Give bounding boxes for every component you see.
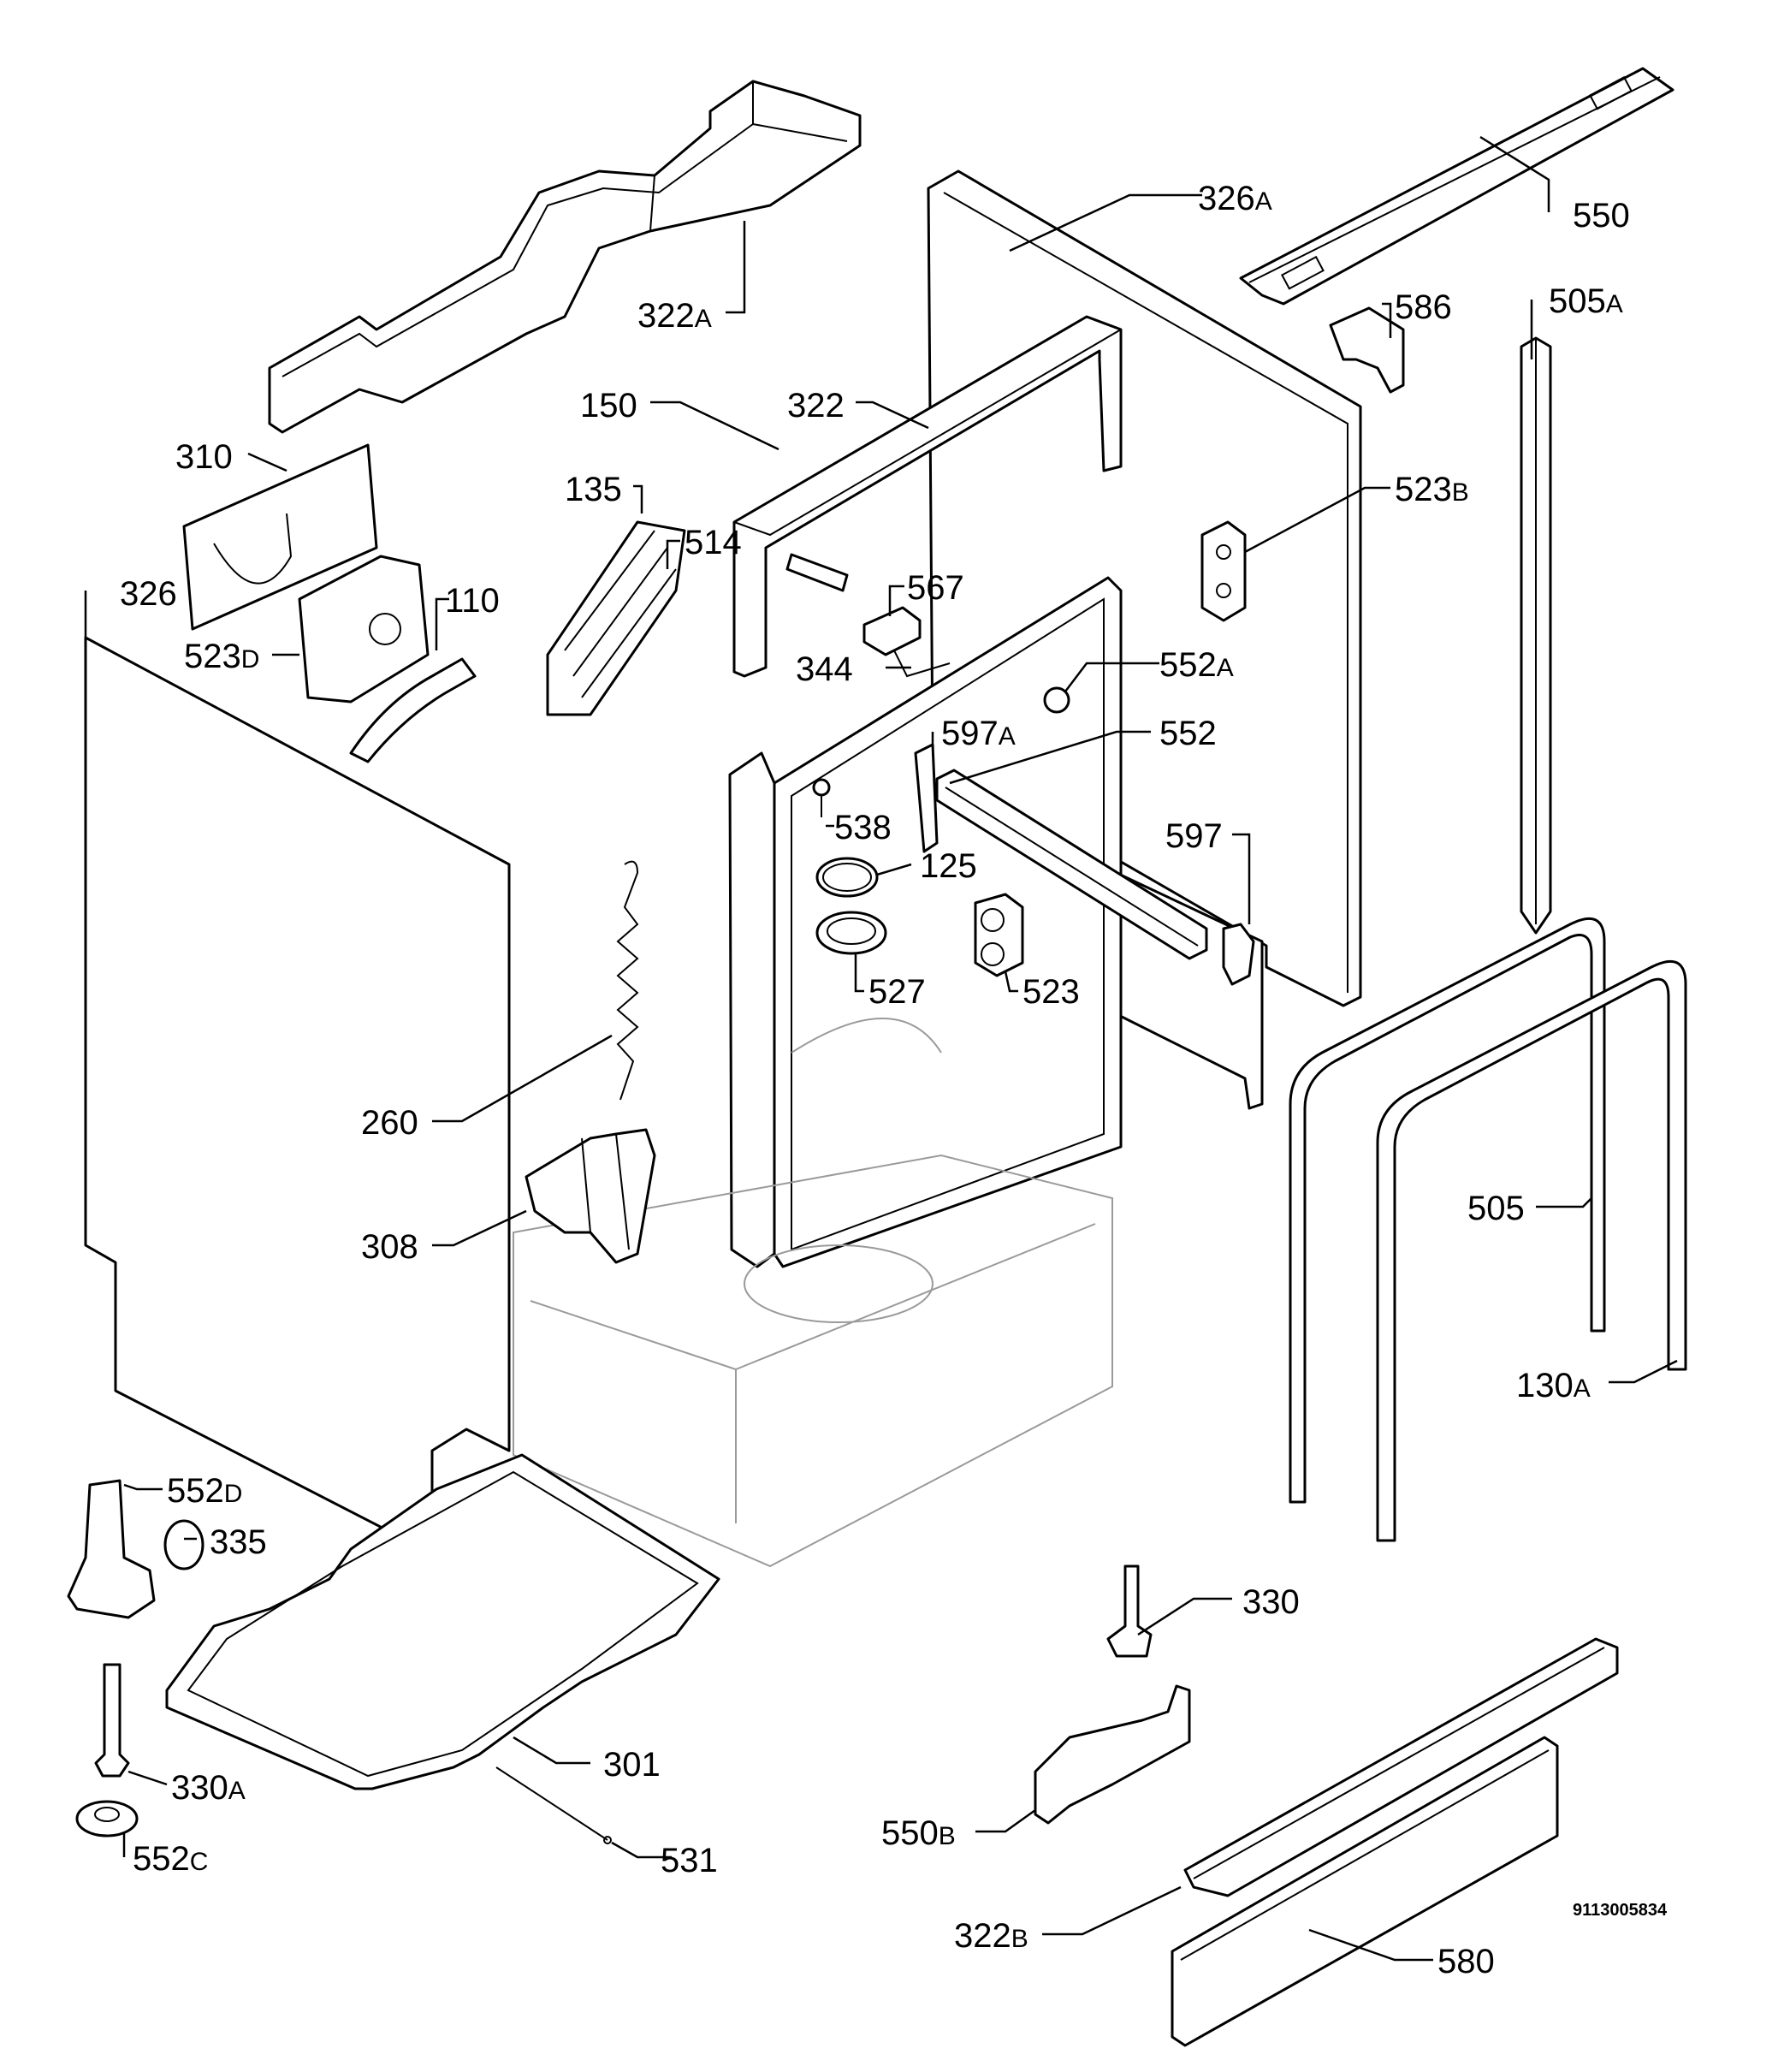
leader-lines xyxy=(84,135,1678,1962)
callout-330: 330 xyxy=(1242,1583,1300,1621)
part-330a-screw xyxy=(94,1663,130,1778)
part-260-spring xyxy=(616,860,639,1101)
callout-523: 523 xyxy=(1022,973,1080,1011)
part-552c-foot xyxy=(75,1800,139,1837)
callout-322: 322 xyxy=(787,387,845,424)
callout-308: 308 xyxy=(361,1228,418,1266)
callout-567: 567 xyxy=(907,569,964,607)
part-326-door-panel xyxy=(84,636,511,1555)
part-586-bracket xyxy=(1329,306,1405,394)
callout-505: 505 xyxy=(1467,1190,1525,1227)
callout-505a: 505A xyxy=(1549,282,1623,320)
part-330-screw xyxy=(1106,1564,1153,1658)
part-322b-lower-rail xyxy=(1183,1637,1619,1897)
drawing-number: 9113005834 xyxy=(1573,1901,1668,1920)
callout-538: 538 xyxy=(834,809,892,846)
callout-326a: 326A xyxy=(1198,180,1272,217)
part-523-connector xyxy=(974,893,1024,977)
callout-330a: 330A xyxy=(171,1769,246,1807)
part-lower-base xyxy=(513,1154,1113,1568)
callout-597: 597 xyxy=(1165,817,1223,855)
part-567-344-clip xyxy=(862,606,951,678)
callout-260: 260 xyxy=(361,1104,418,1142)
part-514-pin xyxy=(785,553,849,592)
part-125-ring xyxy=(815,857,879,898)
callout-597a: 597A xyxy=(941,715,1016,752)
callout-531: 531 xyxy=(661,1842,718,1879)
callout-344: 344 xyxy=(796,650,853,688)
callout-550b: 550B xyxy=(881,1814,956,1852)
part-505-door-seal xyxy=(1289,917,1606,1504)
callout-552: 552 xyxy=(1159,715,1217,752)
callout-310: 310 xyxy=(175,438,233,476)
callout-130a: 130A xyxy=(1516,1367,1591,1404)
callout-322b: 322B xyxy=(954,1917,1028,1955)
part-322a-top-rail xyxy=(268,80,862,434)
callout-550: 550 xyxy=(1573,197,1630,235)
callout-527: 527 xyxy=(868,973,926,1011)
callout-523b: 523B xyxy=(1395,471,1469,508)
callout-322a: 322A xyxy=(637,297,712,335)
callout-labels: 322A 326A 550 586 505A 150 322 310 135 5… xyxy=(120,180,1668,1980)
callout-523d: 523D xyxy=(184,638,259,675)
part-130a-seal xyxy=(1376,959,1687,1542)
part-310-cover xyxy=(182,443,378,631)
callout-135: 135 xyxy=(565,471,622,508)
callout-552a: 552A xyxy=(1159,646,1234,684)
callout-125: 125 xyxy=(920,847,977,885)
part-580-kick-plate xyxy=(1171,1736,1559,2047)
part-597a-clip xyxy=(914,743,939,853)
part-552-rail xyxy=(935,769,1208,960)
part-527-nut xyxy=(815,911,887,955)
callout-586: 586 xyxy=(1395,288,1452,326)
part-110-hose xyxy=(349,657,477,763)
part-322-top-frame xyxy=(732,315,1123,678)
part-550b-bracket xyxy=(1034,1684,1191,1825)
part-523b-grommet xyxy=(1200,520,1247,622)
part-tub-frame xyxy=(728,576,1123,1268)
part-523d-panel xyxy=(298,555,430,704)
part-538-screw xyxy=(812,778,831,817)
callout-552d: 552D xyxy=(167,1472,242,1510)
part-505a-vertical-seal xyxy=(1520,336,1552,935)
part-335-gear xyxy=(163,1519,204,1570)
part-597-clip xyxy=(1222,923,1255,986)
part-550-top-strip xyxy=(1239,67,1674,306)
part-531-rod xyxy=(495,1766,612,1844)
callout-335: 335 xyxy=(210,1523,267,1561)
callout-552c: 552C xyxy=(133,1840,208,1878)
callout-514: 514 xyxy=(685,524,742,561)
callout-150: 150 xyxy=(580,387,637,424)
callout-326: 326 xyxy=(120,575,177,613)
part-135-baffle xyxy=(546,520,686,716)
callout-110: 110 xyxy=(445,582,500,620)
callout-580: 580 xyxy=(1437,1943,1495,1980)
part-552d-leg xyxy=(67,1479,156,1619)
callout-301: 301 xyxy=(603,1746,661,1784)
part-308-hinge xyxy=(525,1128,656,1264)
part-301-base-frame xyxy=(165,1453,720,1790)
part-552a-knob xyxy=(1043,686,1070,714)
